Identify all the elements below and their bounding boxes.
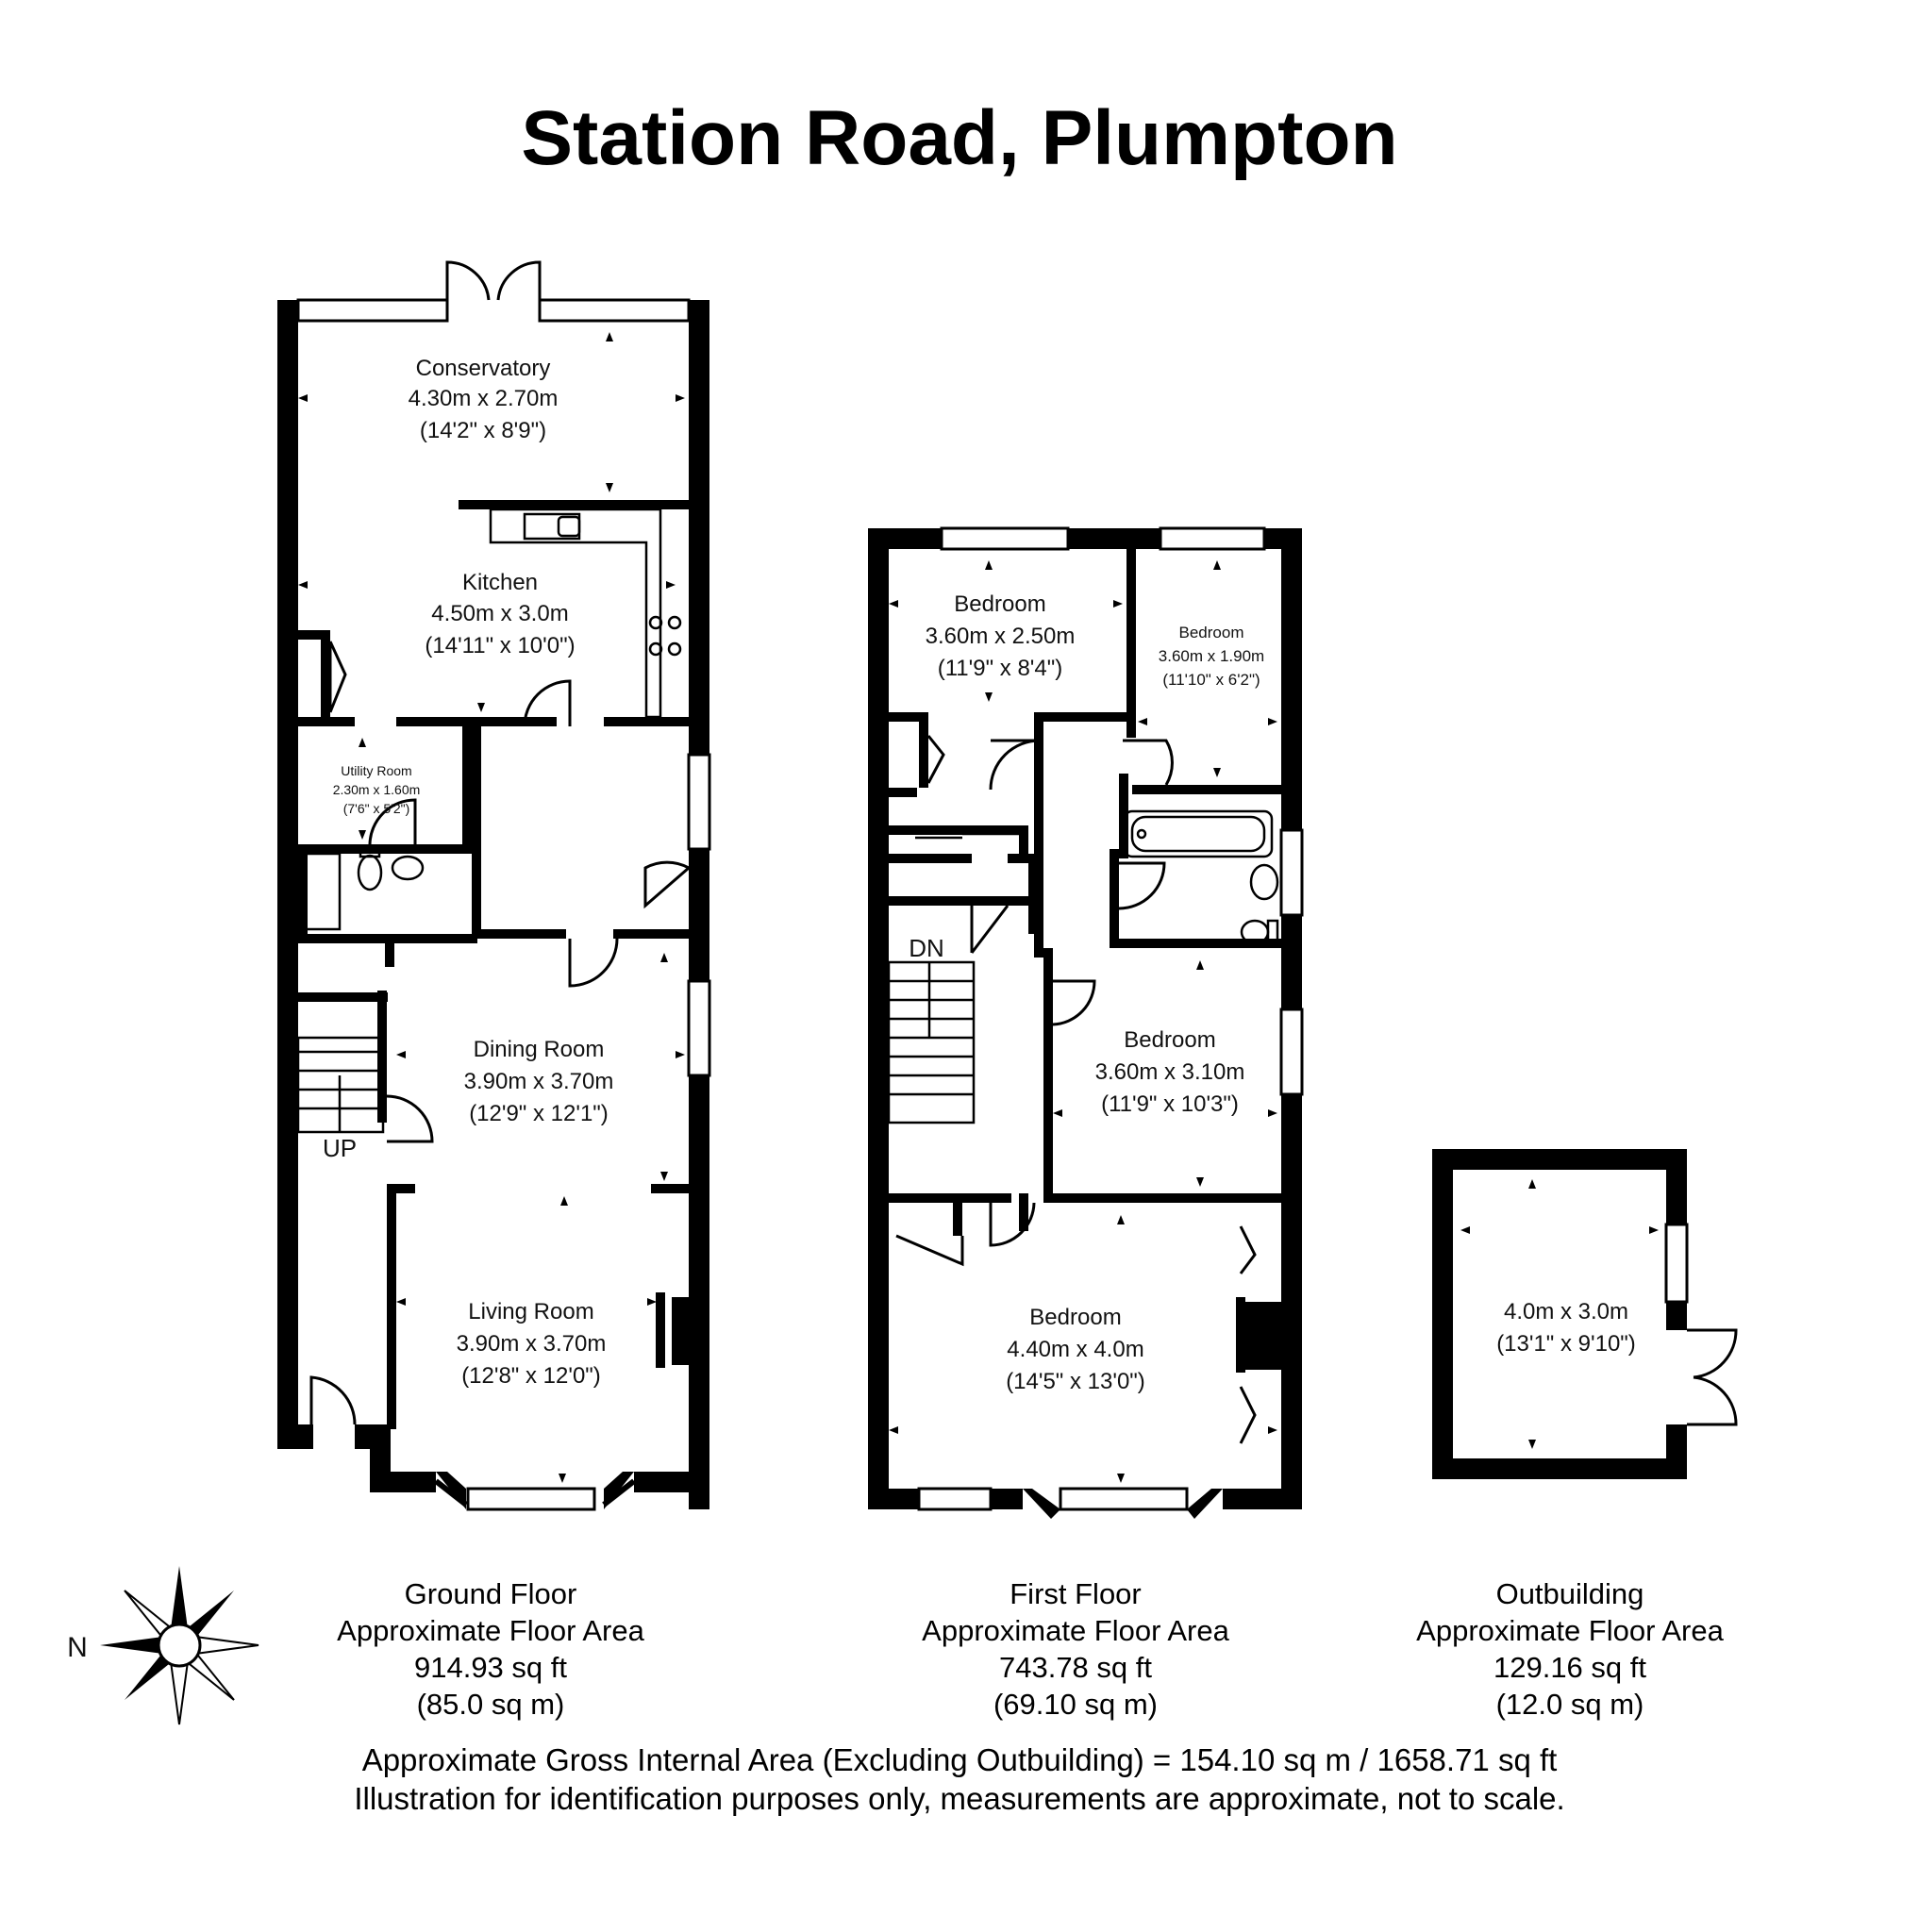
outbuilding-plan: 4.0m x 3.0m (13'1" x 9'10") (1432, 1149, 1738, 1479)
outbuilding-doors (1687, 1328, 1738, 1426)
first-stair-label: DN (909, 934, 944, 962)
bedroom-3-name: Bedroom (1124, 1027, 1215, 1053)
first-floor-wardrobe (915, 828, 1019, 840)
bedroom-2-name: Bedroom (1179, 624, 1244, 641)
first-floor-bathroom-fixtures (1123, 809, 1279, 945)
dining-room-imperial: (12'9" x 12'1") (469, 1101, 609, 1126)
outbuilding-metric: 4.0m x 3.0m (1504, 1299, 1628, 1324)
living-room-metric: 3.90m x 3.70m (457, 1331, 607, 1357)
bedroom-1-name: Bedroom (954, 591, 1045, 617)
ground-floor-caption-name: Ground Floor (404, 1577, 577, 1610)
first-floor-windows (917, 526, 1304, 1511)
footer-disclaimer: Illustration for identification purposes… (354, 1781, 1565, 1816)
first-floor-caption: First Floor Approximate Floor Area 743.7… (896, 1575, 1255, 1723)
bedroom-3-metric: 3.60m x 3.10m (1095, 1059, 1245, 1085)
first-floor-dimension-arrows (889, 560, 1277, 1483)
dining-room-name: Dining Room (474, 1037, 605, 1062)
ground-stair-label: UP (323, 1134, 357, 1162)
kitchen-name: Kitchen (462, 570, 538, 595)
utility-room-name: Utility Room (341, 763, 411, 778)
conservatory-name: Conservatory (416, 356, 551, 381)
outbuilding-imperial: (13'1" x 9'10") (1496, 1331, 1636, 1357)
first-floor-caption-name: First Floor (1010, 1577, 1142, 1610)
bedroom-2-imperial: (11'10" x 6'2") (1162, 671, 1260, 689)
ground-floor-caption-label: Approximate Floor Area (337, 1614, 644, 1647)
ground-floor-windows (296, 298, 711, 1511)
compass-rose-icon: N (67, 1566, 259, 1725)
first-bay-left (1023, 1489, 1060, 1519)
bedroom-4-metric: 4.40m x 4.0m (1007, 1337, 1143, 1362)
ground-floor-room-labels: Conservatory 4.30m x 2.70m (14'2" x 8'9"… (323, 356, 613, 1389)
first-floor-caption-label: Approximate Floor Area (922, 1614, 1229, 1647)
page-title: Station Road, Plumpton (521, 95, 1398, 181)
bedroom-1-metric: 3.60m x 2.50m (926, 624, 1076, 649)
utility-room-imperial: (7'6" x 5'2") (343, 801, 410, 816)
first-bay-right (1187, 1489, 1223, 1519)
ground-floor-plan: Conservatory 4.30m x 2.70m (14'2" x 8'9"… (277, 260, 711, 1511)
conservatory-french-doors (445, 260, 542, 301)
outbuilding-caption-sqft: 129.16 sq ft (1493, 1651, 1646, 1684)
ground-floor-dimension-arrows (298, 332, 685, 1483)
first-floor-staircase (887, 960, 976, 1124)
first-floor-caption-sqm: (69.10 sq m) (993, 1688, 1158, 1721)
first-floor-door-swings (895, 735, 1257, 1444)
kitchen-imperial: (14'11" x 10'0") (425, 633, 575, 658)
outbuilding-walls (1432, 1149, 1687, 1479)
first-floor-room-labels: Bedroom 3.60m x 2.50m (11'9" x 8'4") Bed… (909, 591, 1264, 1394)
ground-floor-door-swings (309, 641, 692, 1425)
kitchen-metric: 4.50m x 3.0m (431, 601, 568, 626)
outbuilding-caption: Outbuilding Approximate Floor Area 129.1… (1391, 1575, 1749, 1723)
outbuilding-caption-label: Approximate Floor Area (1416, 1614, 1724, 1647)
ground-floor-caption-sqm: (85.0 sq m) (416, 1688, 565, 1721)
bedroom-1-imperial: (11'9" x 8'4") (938, 656, 1062, 681)
kitchen-counter (489, 508, 682, 719)
ground-floor-bathroom-fixtures (300, 845, 425, 931)
ground-floor-caption: Ground Floor Approximate Floor Area 914.… (311, 1575, 670, 1723)
footer: Approximate Gross Internal Area (Excludi… (0, 1740, 1919, 1818)
ground-floor-staircase (296, 1036, 385, 1134)
outbuilding-window (1664, 1223, 1689, 1304)
ground-floor-caption-sqft: 914.93 sq ft (413, 1651, 567, 1684)
bedroom-4-name: Bedroom (1029, 1305, 1121, 1330)
first-floor-plan: Bedroom 3.60m x 2.50m (11'9" x 8'4") Bed… (868, 526, 1304, 1519)
outbuilding-caption-name: Outbuilding (1495, 1577, 1644, 1610)
conservatory-metric: 4.30m x 2.70m (409, 386, 559, 411)
outbuilding-dimension-arrows (1460, 1179, 1659, 1449)
bedroom-2-metric: 3.60m x 1.90m (1159, 647, 1264, 665)
dining-room-metric: 3.90m x 3.70m (464, 1069, 614, 1094)
first-floor-caption-sqft: 743.78 sq ft (998, 1651, 1152, 1684)
conservatory-imperial: (14'2" x 8'9") (420, 418, 546, 443)
living-room-imperial: (12'8" x 12'0") (461, 1363, 601, 1389)
footer-gross-area: Approximate Gross Internal Area (Excludi… (361, 1742, 1558, 1777)
ground-floor-walls (277, 300, 709, 1509)
outbuilding-labels: 4.0m x 3.0m (13'1" x 9'10") (1496, 1299, 1636, 1357)
outbuilding-caption-sqm: (12.0 sq m) (1495, 1688, 1644, 1721)
utility-room-metric: 2.30m x 1.60m (333, 782, 421, 797)
compass-north-label: N (67, 1632, 88, 1663)
living-room-name: Living Room (468, 1299, 593, 1324)
bedroom-4-imperial: (14'5" x 13'0") (1006, 1369, 1145, 1394)
bedroom-3-imperial: (11'9" x 10'3") (1101, 1091, 1239, 1117)
